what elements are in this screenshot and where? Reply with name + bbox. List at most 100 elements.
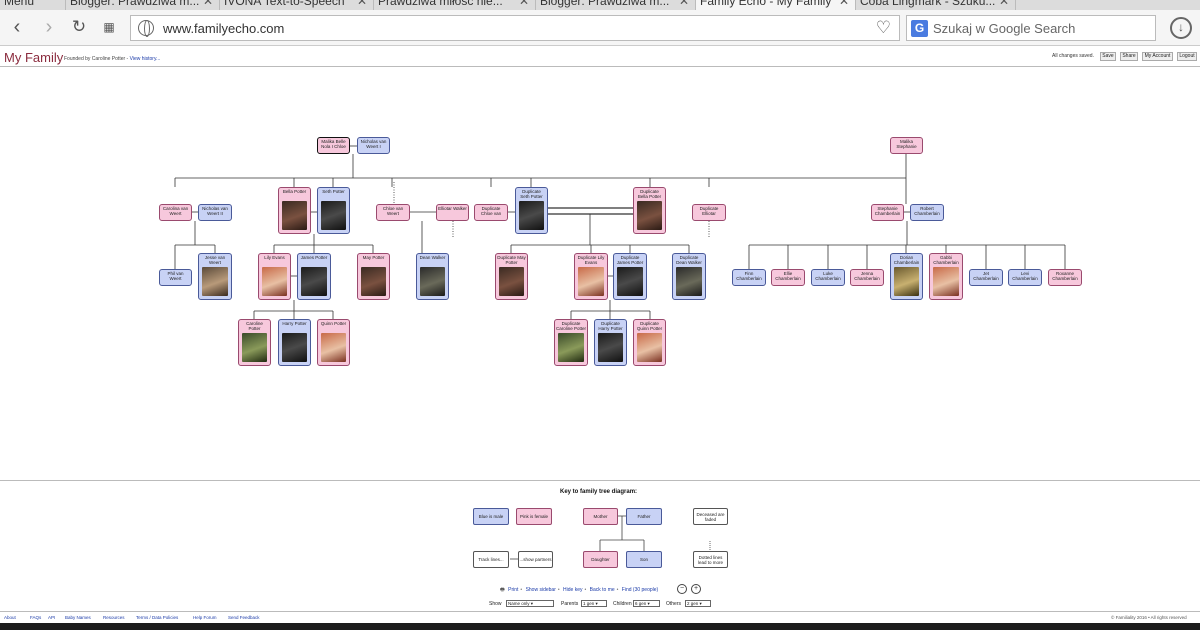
save-button[interactable]: Save <box>1100 52 1116 61</box>
person-card[interactable]: Duplicate Caroline Potter <box>554 319 588 366</box>
person-card[interactable]: Roxanne Chamberlain <box>1048 269 1082 286</box>
speed-dial-icon[interactable]: ▦ <box>103 20 115 34</box>
key-son: Son <box>626 551 662 568</box>
person-card[interactable]: Robert Chamberlain <box>910 204 944 221</box>
person-card[interactable]: Jesse van Weert <box>198 253 232 300</box>
show-sidebar-link[interactable]: Show sidebar <box>525 587 556 593</box>
person-card[interactable]: James Potter <box>297 253 331 300</box>
person-name: Duplicate Lily Evans <box>577 255 605 265</box>
person-card[interactable]: Duplicate Elliotar <box>692 204 726 221</box>
my-account-button[interactable]: My Account <box>1142 52 1173 61</box>
heart-icon[interactable]: ♡ <box>875 18 891 37</box>
person-card[interactable]: Jet Chamberlain <box>969 269 1003 286</box>
zoom-in-icon[interactable]: + <box>691 584 701 594</box>
person-card[interactable]: Finn Chamberlain <box>732 269 766 286</box>
person-name: Nicholas van Weert I <box>360 139 387 149</box>
person-card[interactable]: Duplicate Chloe van <box>474 204 508 221</box>
print-icon[interactable]: 🖶 <box>500 587 505 593</box>
key-female: Pink is female <box>516 508 552 525</box>
close-icon[interactable]: ✕ <box>838 0 849 8</box>
find-link[interactable]: Find (30 people) <box>621 587 659 593</box>
download-icon[interactable]: ↓ <box>1170 17 1192 39</box>
person-card[interactable]: Gabbi Chamberlain <box>929 253 963 300</box>
person-card[interactable]: Malika Stephanie <box>890 137 923 154</box>
person-card[interactable]: Dean Walker <box>416 253 449 300</box>
zoom-out-icon[interactable]: − <box>677 584 687 594</box>
person-card[interactable]: May Potter <box>357 253 390 300</box>
search-field[interactable]: G Szukaj w Google Search <box>906 15 1156 41</box>
person-card[interactable]: Duplicate Dean Walker <box>672 253 706 300</box>
share-button[interactable]: Share <box>1120 52 1138 61</box>
tab-ivona[interactable]: IVONA Text-to-Speech✕ <box>220 0 374 10</box>
person-name: Jet Chamberlain <box>973 271 999 281</box>
hide-key-link[interactable]: Hide key <box>563 587 583 593</box>
footer-link[interactable]: Terms / Data Policies <box>136 615 179 620</box>
person-card[interactable]: Quinn Potter <box>317 319 350 366</box>
browser-toolbar: ‹ › ↻ ▦ www.familyecho.com ♡ G Szukaj w … <box>0 10 1200 46</box>
close-icon[interactable]: ✕ <box>678 0 689 8</box>
footer-link[interactable]: API <box>48 615 56 620</box>
person-photo <box>676 267 702 296</box>
person-card[interactable]: Elliotar Walker <box>436 204 469 221</box>
back-to-me-link[interactable]: Back to me <box>589 587 615 593</box>
footer-link[interactable]: FAQs <box>30 615 42 620</box>
tab-coba[interactable]: Coba Lingmark - Szuku...✕ <box>856 0 1016 10</box>
tab-family-echo[interactable]: Family Echo - My Family✕ <box>696 0 856 10</box>
close-icon[interactable]: ✕ <box>998 0 1009 8</box>
person-card[interactable]: Luke Chamberlain <box>811 269 845 286</box>
person-card[interactable]: Seth Potter <box>317 187 350 234</box>
person-card[interactable]: Duplicate Seth Potter <box>515 187 548 234</box>
tab-menu[interactable]: Menu <box>0 0 66 10</box>
url-text[interactable]: www.familyecho.com <box>163 21 285 36</box>
tab-prawdziwa[interactable]: Prawdziwa miłość nie...✕ <box>374 0 536 10</box>
person-card[interactable]: Nicholas van Weert I <box>357 137 390 154</box>
person-card[interactable]: Phil van Weert <box>159 269 192 286</box>
parents-select[interactable]: 1 gen ▾ <box>581 600 607 607</box>
person-name: Duplicate Caroline Potter <box>556 321 587 331</box>
key-daughter: Daughter <box>583 551 618 568</box>
back-icon[interactable]: ‹ <box>13 16 21 38</box>
view-history-link[interactable]: View history... <box>129 56 161 62</box>
close-icon[interactable]: ✕ <box>202 0 213 8</box>
show-select[interactable]: Name only ▾ <box>506 600 554 607</box>
forward-icon[interactable]: › <box>45 16 53 38</box>
person-card[interactable]: Nicholas van Weert II <box>198 204 232 221</box>
tab-blogger-1[interactable]: Blogger: Prawdziwa m...✕ <box>66 0 220 10</box>
logout-button[interactable]: Logout <box>1177 52 1197 61</box>
footer-link[interactable]: Baby Names <box>65 615 91 620</box>
person-card[interactable]: Duplicate James Potter <box>613 253 647 300</box>
tab-blogger-2[interactable]: Blogger: Prawdziwa m...✕ <box>536 0 696 10</box>
footer-link[interactable]: Help Forum <box>193 615 217 620</box>
footer-link[interactable]: Resources <box>103 615 125 620</box>
person-card[interactable]: Jenna Chamberlain <box>850 269 884 286</box>
print-link[interactable]: Print <box>508 587 519 593</box>
person-card[interactable]: Carolina van Weert <box>159 204 192 221</box>
close-icon[interactable]: ✕ <box>518 0 529 8</box>
person-card[interactable]: Harry Potter <box>278 319 311 366</box>
person-card[interactable]: Dorian Chamberlain <box>890 253 923 300</box>
children-select[interactable]: 6 gen ▾ <box>633 600 660 607</box>
person-card[interactable]: Bella Potter <box>278 187 311 234</box>
person-card[interactable]: Malika Belle Nola I Chloe <box>317 137 350 154</box>
person-card[interactable]: Chloe van Weert <box>376 204 410 221</box>
footer-link[interactable]: Send Feedback <box>228 615 260 620</box>
reload-icon[interactable]: ↻ <box>71 17 87 36</box>
close-icon[interactable]: ✕ <box>356 0 367 8</box>
copyright: © Familiality 2016 • All rights reserved <box>1111 615 1187 620</box>
others-select[interactable]: 2 gen ▾ <box>685 600 711 607</box>
person-card[interactable]: Stephanie Chamberlain <box>871 204 904 221</box>
person-card[interactable]: Ellie Chamberlain <box>771 269 805 286</box>
person-card[interactable]: Levi Chamberlain <box>1008 269 1042 286</box>
person-photo <box>519 201 544 230</box>
person-card[interactable]: Duplicate Quinn Potter <box>633 319 666 366</box>
person-card[interactable]: Duplicate May Potter <box>495 253 528 300</box>
person-card[interactable]: Caroline Potter <box>238 319 271 366</box>
footer-link[interactable]: About <box>4 615 16 620</box>
person-card[interactable]: Duplicate Bella Potter <box>633 187 666 234</box>
person-card[interactable]: Duplicate Harry Potter <box>594 319 627 366</box>
person-card[interactable]: Lily Evans <box>258 253 291 300</box>
address-bar[interactable]: www.familyecho.com ♡ <box>130 15 900 41</box>
person-card[interactable]: Duplicate Lily Evans <box>574 253 608 300</box>
person-name: Luke Chamberlain <box>815 271 841 281</box>
